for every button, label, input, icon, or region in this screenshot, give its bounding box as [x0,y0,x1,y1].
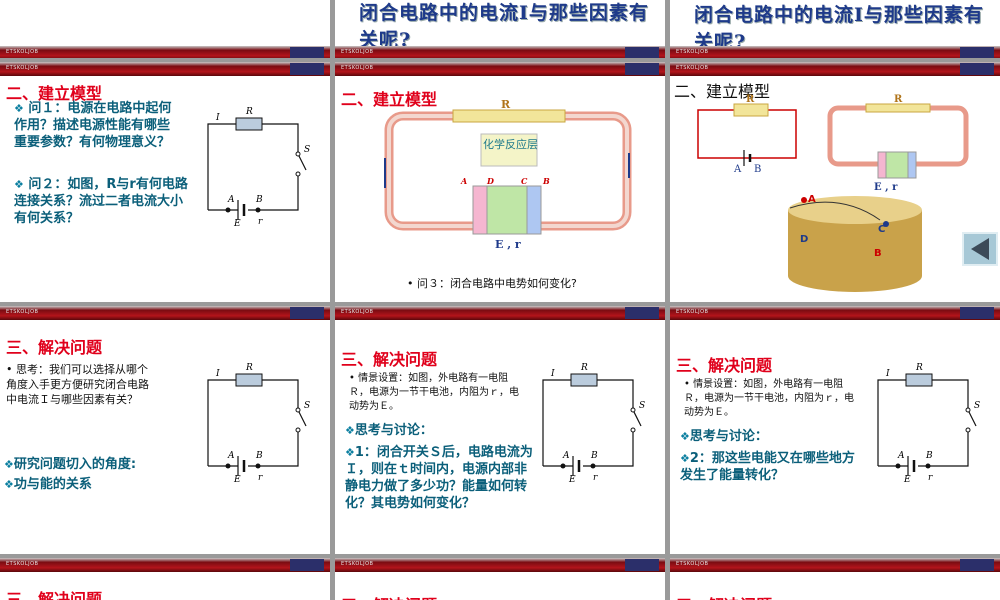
label-I: I [215,369,220,379]
circuit-simple: R A B [697,94,797,174]
bullet-icon: ❖ [680,430,690,443]
discuss-label: ❖思考与讨论： [345,423,433,438]
slide-model-3[interactable]: ETSKOLJOB 二、建立模型 R A B R E , r A [670,62,1000,302]
label-B: B [255,451,263,461]
slide-heading: 三、解决问题 [6,590,103,600]
label-R: R [501,98,511,111]
slide-bottom-mid[interactable]: ETSKOLJOB 三、解决问题 [335,558,665,600]
question-1: ❖1：闭合开关Ｓ后，电路电流为Ｉ，则在ｔ时间内，电源内部非静电力做了多少功？能量… [345,445,533,511]
label-A: A [227,451,235,461]
bullet-icon: ❖ [345,424,355,437]
label-S: S [639,401,645,411]
potential-cylinder: A C D B [788,194,922,292]
bullet-icon: ❖ [4,458,14,471]
label-R: R [894,94,903,105]
angle-item: ❖研究问题切入的角度: [4,457,137,472]
label-B: B [590,451,598,461]
label-B: B [542,176,550,186]
bullet-icon: ❖ [14,178,24,191]
label-R: R [746,94,755,105]
slide-heading: 二、建立模型 [341,90,438,109]
label-E-r: E , r [874,182,898,193]
label-R: R [245,107,253,117]
label-A: A [460,176,467,186]
label-C: C [878,224,885,235]
label-B: B [754,164,761,174]
label-r: r [593,473,598,483]
label-E: E [233,475,241,483]
chem-label: 化学反应层 [483,137,538,151]
slide-heading: 三、解决问题 [341,592,437,600]
slide-top-left[interactable]: ETSKOLJOB [0,0,330,58]
bullet-icon: ❖ [680,452,690,465]
label-E-r: E , r [495,238,521,251]
slide-top-right[interactable]: 闭合电路中的电流I与那些因素有关呢? ETSKOLJOB [670,0,1000,58]
slide-top-mid[interactable]: 闭合电路中的电流I与那些因素有关呢? ETSKOLJOB [335,0,665,58]
label-B: B [874,248,882,259]
label-S: S [974,401,980,411]
slide-model-2[interactable]: ETSKOLJOB 二、建立模型 R 化学反应层 A D C B E , r •… [335,62,665,302]
label-A: A [808,194,816,205]
label-A: A [733,164,742,174]
think-text: • 思考：我们可以选择从哪个角度入手更方便研究闭合电路中电流Ｉ与哪些因素有关？ [6,363,149,406]
slide-solve-3[interactable]: ETSKOLJOB 三、解决问题 • 情景设置：如图，外电路有一电阻Ｒ，电源为一… [670,306,1000,554]
slide-heading: 三、解决问题 [676,592,772,600]
bullet-icon: ❖ [345,446,355,459]
slide-solve-1[interactable]: ETSKOLJOB 三、解决问题 • 思考：我们可以选择从哪个角度入手更方便研究… [0,306,330,554]
label-D: D [800,234,808,245]
slide-bottom-right[interactable]: ETSKOLJOB 三、解决问题 [670,558,1000,600]
label-R: R [580,363,588,373]
label-C: C [521,176,528,186]
slide-model-1[interactable]: ETSKOLJOB 二、建立模型 ❖ 问１：电源在电路中起何作用？描述电源性能有… [0,62,330,302]
circuit-diagram: I R S A B E r [542,363,645,483]
label-E: E [903,475,911,483]
label-I: I [550,369,555,379]
question-2: ❖2：那这些电能又在哪些地方发生了能量转化？ [680,451,855,483]
slide-heading: 三、解决问题 [6,338,103,357]
label-r: r [258,473,263,483]
slide-title: 闭合电路中的电流I与那些因素有关呢? [359,2,649,51]
previous-slide-button[interactable] [962,232,998,266]
label-r: r [928,473,933,483]
label-A: A [897,451,905,461]
energy-item: ❖功与能的关系 [4,477,92,492]
label-r: r [258,217,263,227]
label-B: B [925,451,933,461]
slide-heading: 三、解决问题 [676,356,773,375]
bullet-icon: ❖ [4,478,14,491]
slide-heading: 二、建立模型 [674,82,771,101]
slide-heading: 二、建立模型 [6,84,103,103]
label-E: E [233,219,241,227]
slide-heading: 三、解决问题 [341,350,438,369]
scenario-text: • 情景设置：如图，外电路有一电阻Ｒ，电源为一节干电池，内阻为ｒ，电动势为Ｅ。 [349,373,519,412]
question-3: • 问３：闭合电路中电势如何变化? [407,277,577,290]
label-R: R [245,363,253,373]
slide-solve-2[interactable]: ETSKOLJOB 三、解决问题 • 情景设置：如图，外电路有一电阻Ｒ，电源为一… [335,306,665,554]
circuit-diagram: I R S A B E r [207,107,310,227]
circuit-flow-small: R E , r [827,94,969,193]
label-S: S [304,145,310,155]
arrow-left-icon [971,238,989,260]
label-A: A [562,451,570,461]
circuit-diagram: I R S A B E r [207,363,310,483]
slide-bottom-left[interactable]: ETSKOLJOB 三、解决问题 [0,558,330,600]
label-A: A [227,195,235,205]
label-S: S [304,401,310,411]
label-D: D [486,176,494,186]
bullet-icon: ❖ [14,102,24,115]
label-I: I [885,369,890,379]
label-I: I [215,113,220,123]
label-E: E [568,475,576,483]
question-1: ❖ 问１：电源在电路中起何作用？描述电源性能有哪些重要参数？有何物理意义？ [14,101,172,150]
circuit-flow-diagram: R 化学反应层 A D C B E , r [384,98,632,251]
label-B: B [255,195,263,205]
circuit-diagram: I R S A B E r [877,363,980,483]
discuss-label: ❖思考与讨论： [680,429,768,444]
question-2: ❖ 问２：如图，R与r有何电路连接关系？流过二者电流大小有何关系？ [14,177,188,226]
scenario-text: • 情景设置：如图，外电路有一电阻Ｒ，电源为一节干电池，内阻为ｒ，电动势为Ｅ。 [684,379,854,418]
label-R: R [915,363,923,373]
